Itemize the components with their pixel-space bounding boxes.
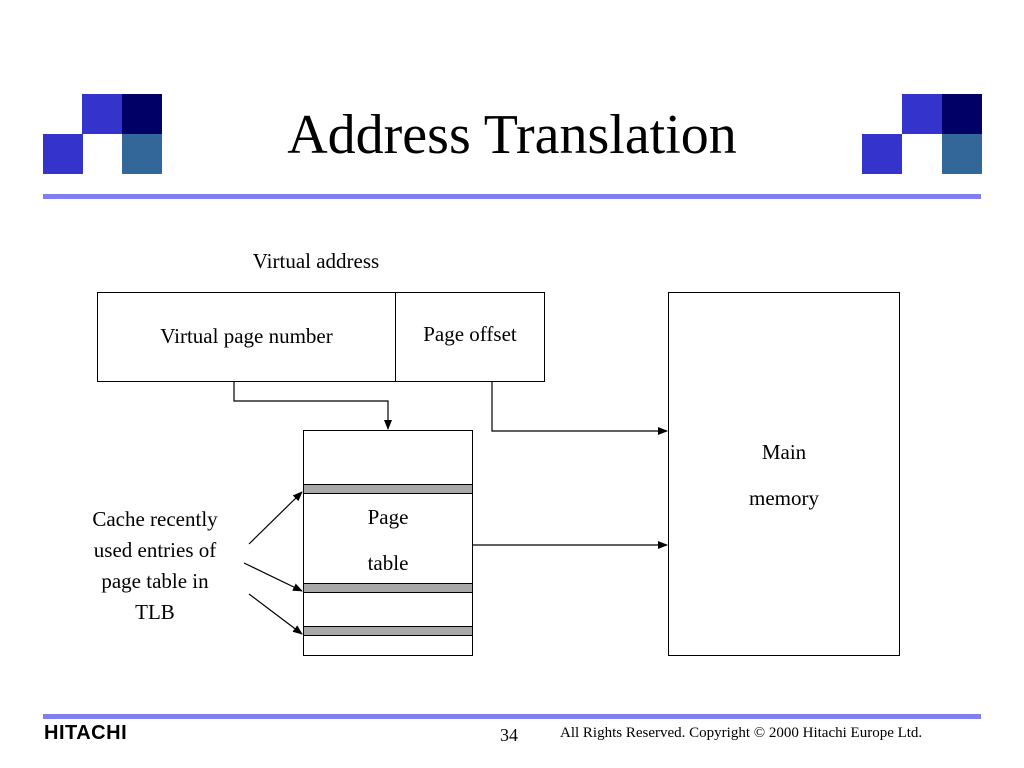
cache-note-line-1: Cache recently <box>92 507 218 531</box>
deco-square-blue-tl-right <box>902 94 942 134</box>
main-memory-label-line1: Main <box>761 440 807 464</box>
virtual-address-box <box>97 292 545 382</box>
deco-square-navy-tr-right <box>942 94 982 134</box>
virtual-address-label: Virtual address <box>252 249 380 273</box>
deco-square-navy-tr <box>122 94 162 134</box>
tlb-entry-band-2 <box>304 583 472 593</box>
deco-square-blue-bl <box>43 134 83 174</box>
vpn-to-page-table-arrow <box>233 382 392 430</box>
page-table-label-line1: Page <box>367 505 409 529</box>
main-memory-label-line2: memory <box>749 486 819 510</box>
cache-note-line-2: used entries of <box>93 538 217 562</box>
cache-pointer-arrow-1 <box>248 491 303 545</box>
deco-square-steel-br <box>122 134 162 174</box>
cache-pointer-arrow-3 <box>248 593 303 635</box>
deco-square-blue-bl-right <box>862 134 902 174</box>
offset-to-memory-arrow <box>491 382 668 435</box>
title-rule <box>43 194 981 199</box>
cache-note-line-4: TLB <box>135 600 175 624</box>
cache-note-line-3: page table in <box>101 569 209 593</box>
cache-pointer-arrow-2 <box>243 562 303 592</box>
vpn-divider <box>395 293 396 381</box>
footer-rule <box>43 714 981 719</box>
page-number: 34 <box>500 725 518 745</box>
cache-note: Cache recently used entries of page tabl… <box>60 504 250 628</box>
slide-title: Address Translation <box>287 104 737 166</box>
tlb-entry-band-1 <box>304 484 472 494</box>
page-offset-label: Page offset <box>423 322 517 346</box>
deco-square-blue-tl <box>82 94 122 134</box>
main-memory-box <box>668 292 900 656</box>
page-table-label-line2: table <box>367 551 409 575</box>
copyright-notice: All Rights Reserved. Copyright © 2000 Hi… <box>560 725 923 741</box>
tlb-entry-band-3 <box>304 626 472 636</box>
virtual-page-number-label: Virtual page number <box>160 324 333 348</box>
page-table-box <box>303 430 473 656</box>
deco-square-steel-br-right <box>942 134 982 174</box>
hitachi-logo: HITACHI <box>44 722 128 744</box>
